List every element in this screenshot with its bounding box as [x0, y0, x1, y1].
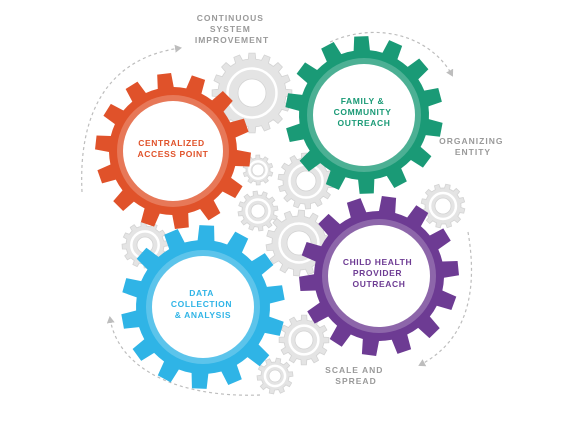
hub-label-centralized: CENTRALIZED ACCESS POINT	[138, 138, 209, 159]
hub-label-family: FAMILY & COMMUNITY OUTREACH	[334, 96, 395, 128]
cycle-arrows	[81, 31, 473, 396]
arrow-right	[418, 231, 473, 367]
gray-gear-bottom-icon	[278, 314, 330, 366]
label-scale-and-spread: SCALE AND SPREAD	[325, 365, 387, 386]
gear-child-icon	[299, 196, 459, 356]
gray-gear-small-2-icon	[237, 190, 279, 232]
gray-gear-small-1-icon	[242, 154, 274, 186]
gray-gears	[121, 52, 466, 395]
hub-label-data: DATA COLLECTION & ANALYSIS	[171, 288, 235, 320]
colored-gears	[95, 36, 459, 389]
outer-labels: CONTINUOUS SYSTEM IMPROVEMENT ORGANIZING…	[195, 13, 507, 386]
arrow-top	[329, 31, 454, 77]
gear-centralized-icon	[95, 73, 251, 229]
gear-family-icon	[285, 36, 443, 194]
arrow-left	[81, 44, 182, 193]
hub-label-child: CHILD HEALTH PROVIDER OUTREACH	[343, 257, 415, 289]
hub-labels: CENTRALIZED ACCESS POINT FAMILY & COMMUN…	[138, 96, 415, 320]
arrow-bottom	[106, 316, 261, 396]
gray-gear-bottom-small-icon	[256, 357, 294, 395]
gray-gear-right-icon	[420, 183, 466, 229]
label-organizing-entity: ORGANIZING ENTITY	[439, 136, 507, 157]
gray-gear-top-icon	[211, 52, 293, 134]
label-continuous-improvement: CONTINUOUS SYSTEM IMPROVEMENT	[195, 13, 269, 45]
gear-data-icon	[121, 225, 285, 389]
